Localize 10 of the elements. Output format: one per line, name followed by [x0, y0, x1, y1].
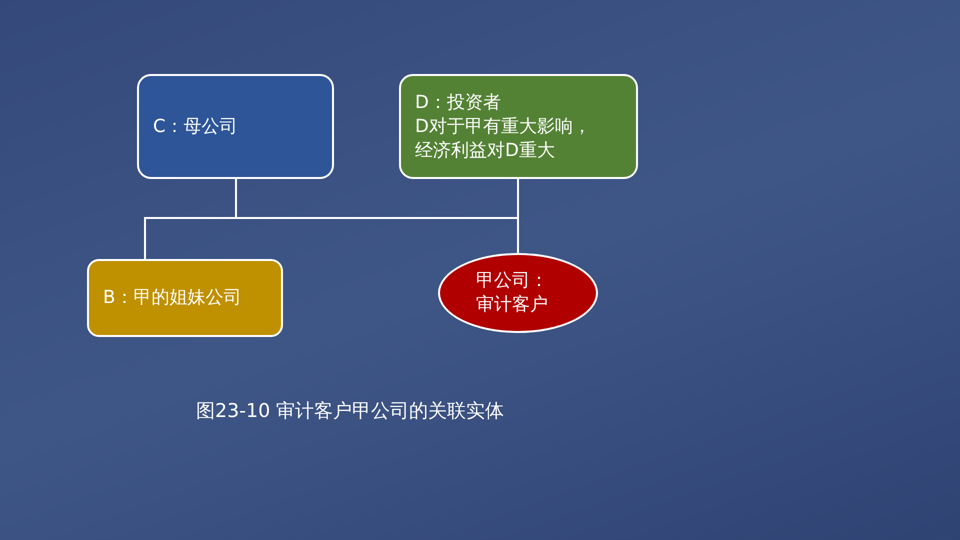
entity-box — [87, 259, 283, 337]
node-title: B：甲的姐妹公司 — [103, 286, 242, 310]
figure-caption: 图23-10 审计客户甲公司的关联实体 — [196, 399, 504, 424]
node-title: 甲公司：审计客户 — [476, 269, 549, 317]
node-title: D：投资者 — [415, 90, 502, 114]
entity-box — [137, 74, 334, 179]
entity-box — [399, 74, 638, 179]
node-title: C：母公司 — [153, 114, 239, 138]
node-text: D对于甲有重大影响，经济利益对D重大 — [415, 114, 592, 162]
connector-line — [144, 178, 519, 260]
